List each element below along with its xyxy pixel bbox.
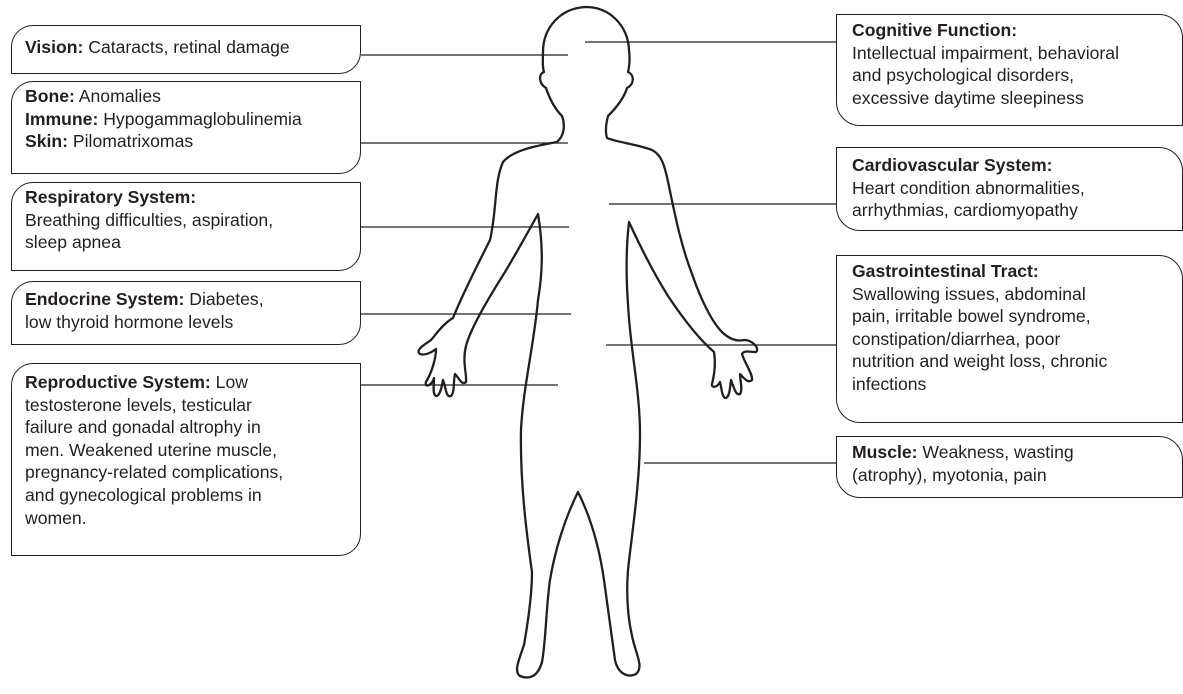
callout-respiratory-title: Respiratory System: [25, 186, 350, 209]
callout-reproductive-line-7: women. [25, 507, 350, 530]
callout-vision-line: Vision: Cataracts, retinal damage [25, 36, 350, 59]
callout-vision: Vision: Cataracts, retinal damage [11, 25, 361, 74]
callout-cardiovascular: Cardiovascular System: Heart condition a… [836, 147, 1183, 231]
callout-gastrointestinal: Gastrointestinal Tract: Swallowing issue… [836, 255, 1183, 423]
callout-cognitive-line-3: excessive daytime sleepiness [852, 87, 1172, 110]
callout-cardiovascular-line-1: Heart condition abnormalities, [852, 177, 1172, 200]
callout-cognitive-line-1: Intellectual impairment, behavioral [852, 42, 1172, 65]
callout-endocrine-line-2: low thyroid hormone levels [25, 311, 350, 334]
leader-lines [361, 42, 836, 463]
callout-skin-text: Pilomatrixomas [68, 131, 193, 151]
callout-vision-title: Vision: [25, 37, 83, 57]
callout-immune-line: Immune: Hypogammaglobulinemia [25, 108, 350, 131]
callout-respiratory: Respiratory System: Breathing difficulti… [11, 182, 361, 271]
callout-skin-title: Skin: [25, 131, 68, 151]
callout-gastrointestinal-title: Gastrointestinal Tract: [852, 260, 1172, 283]
callout-gastrointestinal-line-4: nutrition and weight loss, chronic [852, 350, 1172, 373]
callout-muscle-text-1: Weakness, wasting [918, 442, 1074, 462]
callout-endocrine: Endocrine System: Diabetes, low thyroid … [11, 281, 361, 345]
callout-skin-line: Skin: Pilomatrixomas [25, 130, 350, 153]
callout-cognitive: Cognitive Function: Intellectual impairm… [836, 14, 1183, 126]
callout-gastrointestinal-line-3: constipation/diarrhea, poor [852, 328, 1172, 351]
callout-reproductive-line-2: testosterone levels, testicular [25, 394, 350, 417]
callout-bone-text: Anomalies [75, 86, 161, 106]
callout-reproductive-line-1: Reproductive System: Low [25, 371, 350, 394]
callout-gastrointestinal-line-1: Swallowing issues, abdominal [852, 283, 1172, 306]
callout-endocrine-text-1: Diabetes, [184, 289, 263, 309]
callout-reproductive-line-5: pregnancy-related complications, [25, 461, 350, 484]
callout-bone-immune-skin: Bone: Anomalies Immune: Hypogammaglobuli… [11, 81, 361, 174]
callout-cognitive-line-2: and psychological disorders, [852, 64, 1172, 87]
callout-muscle-line-1: Muscle: Weakness, wasting [852, 441, 1172, 464]
callout-vision-text: Cataracts, retinal damage [83, 37, 289, 57]
human-body-outline [419, 7, 758, 677]
callout-reproductive-title: Reproductive System: [25, 372, 211, 392]
callout-reproductive-line-6: and gynecological problems in [25, 484, 350, 507]
callout-reproductive-text-1: Low [211, 372, 248, 392]
callout-endocrine-line-1: Endocrine System: Diabetes, [25, 288, 350, 311]
callout-gastrointestinal-line-5: infections [852, 373, 1172, 396]
callout-cardiovascular-title: Cardiovascular System: [852, 154, 1172, 177]
callout-muscle-title: Muscle: [852, 442, 918, 462]
callout-cognitive-title: Cognitive Function: [852, 19, 1172, 42]
callout-respiratory-line-1: Breathing difficulties, aspiration, [25, 209, 350, 232]
callout-bone-title: Bone: [25, 86, 75, 106]
callout-reproductive: Reproductive System: Low testosterone le… [11, 363, 361, 556]
callout-endocrine-title: Endocrine System: [25, 289, 184, 309]
callout-cardiovascular-line-2: arrhythmias, cardiomyopathy [852, 199, 1172, 222]
callout-muscle-line-2: (atrophy), myotonia, pain [852, 464, 1172, 487]
callout-bone-line: Bone: Anomalies [25, 85, 350, 108]
callout-immune-title: Immune: [25, 109, 98, 129]
callout-reproductive-line-3: failure and gonadal altrophy in [25, 416, 350, 439]
callout-reproductive-line-4: men. Weakened uterine muscle, [25, 439, 350, 462]
callout-muscle: Muscle: Weakness, wasting (atrophy), myo… [836, 436, 1183, 498]
callout-immune-text: Hypogammaglobulinemia [98, 109, 301, 129]
callout-respiratory-line-2: sleep apnea [25, 231, 350, 254]
callout-gastrointestinal-line-2: pain, irritable bowel syndrome, [852, 305, 1172, 328]
